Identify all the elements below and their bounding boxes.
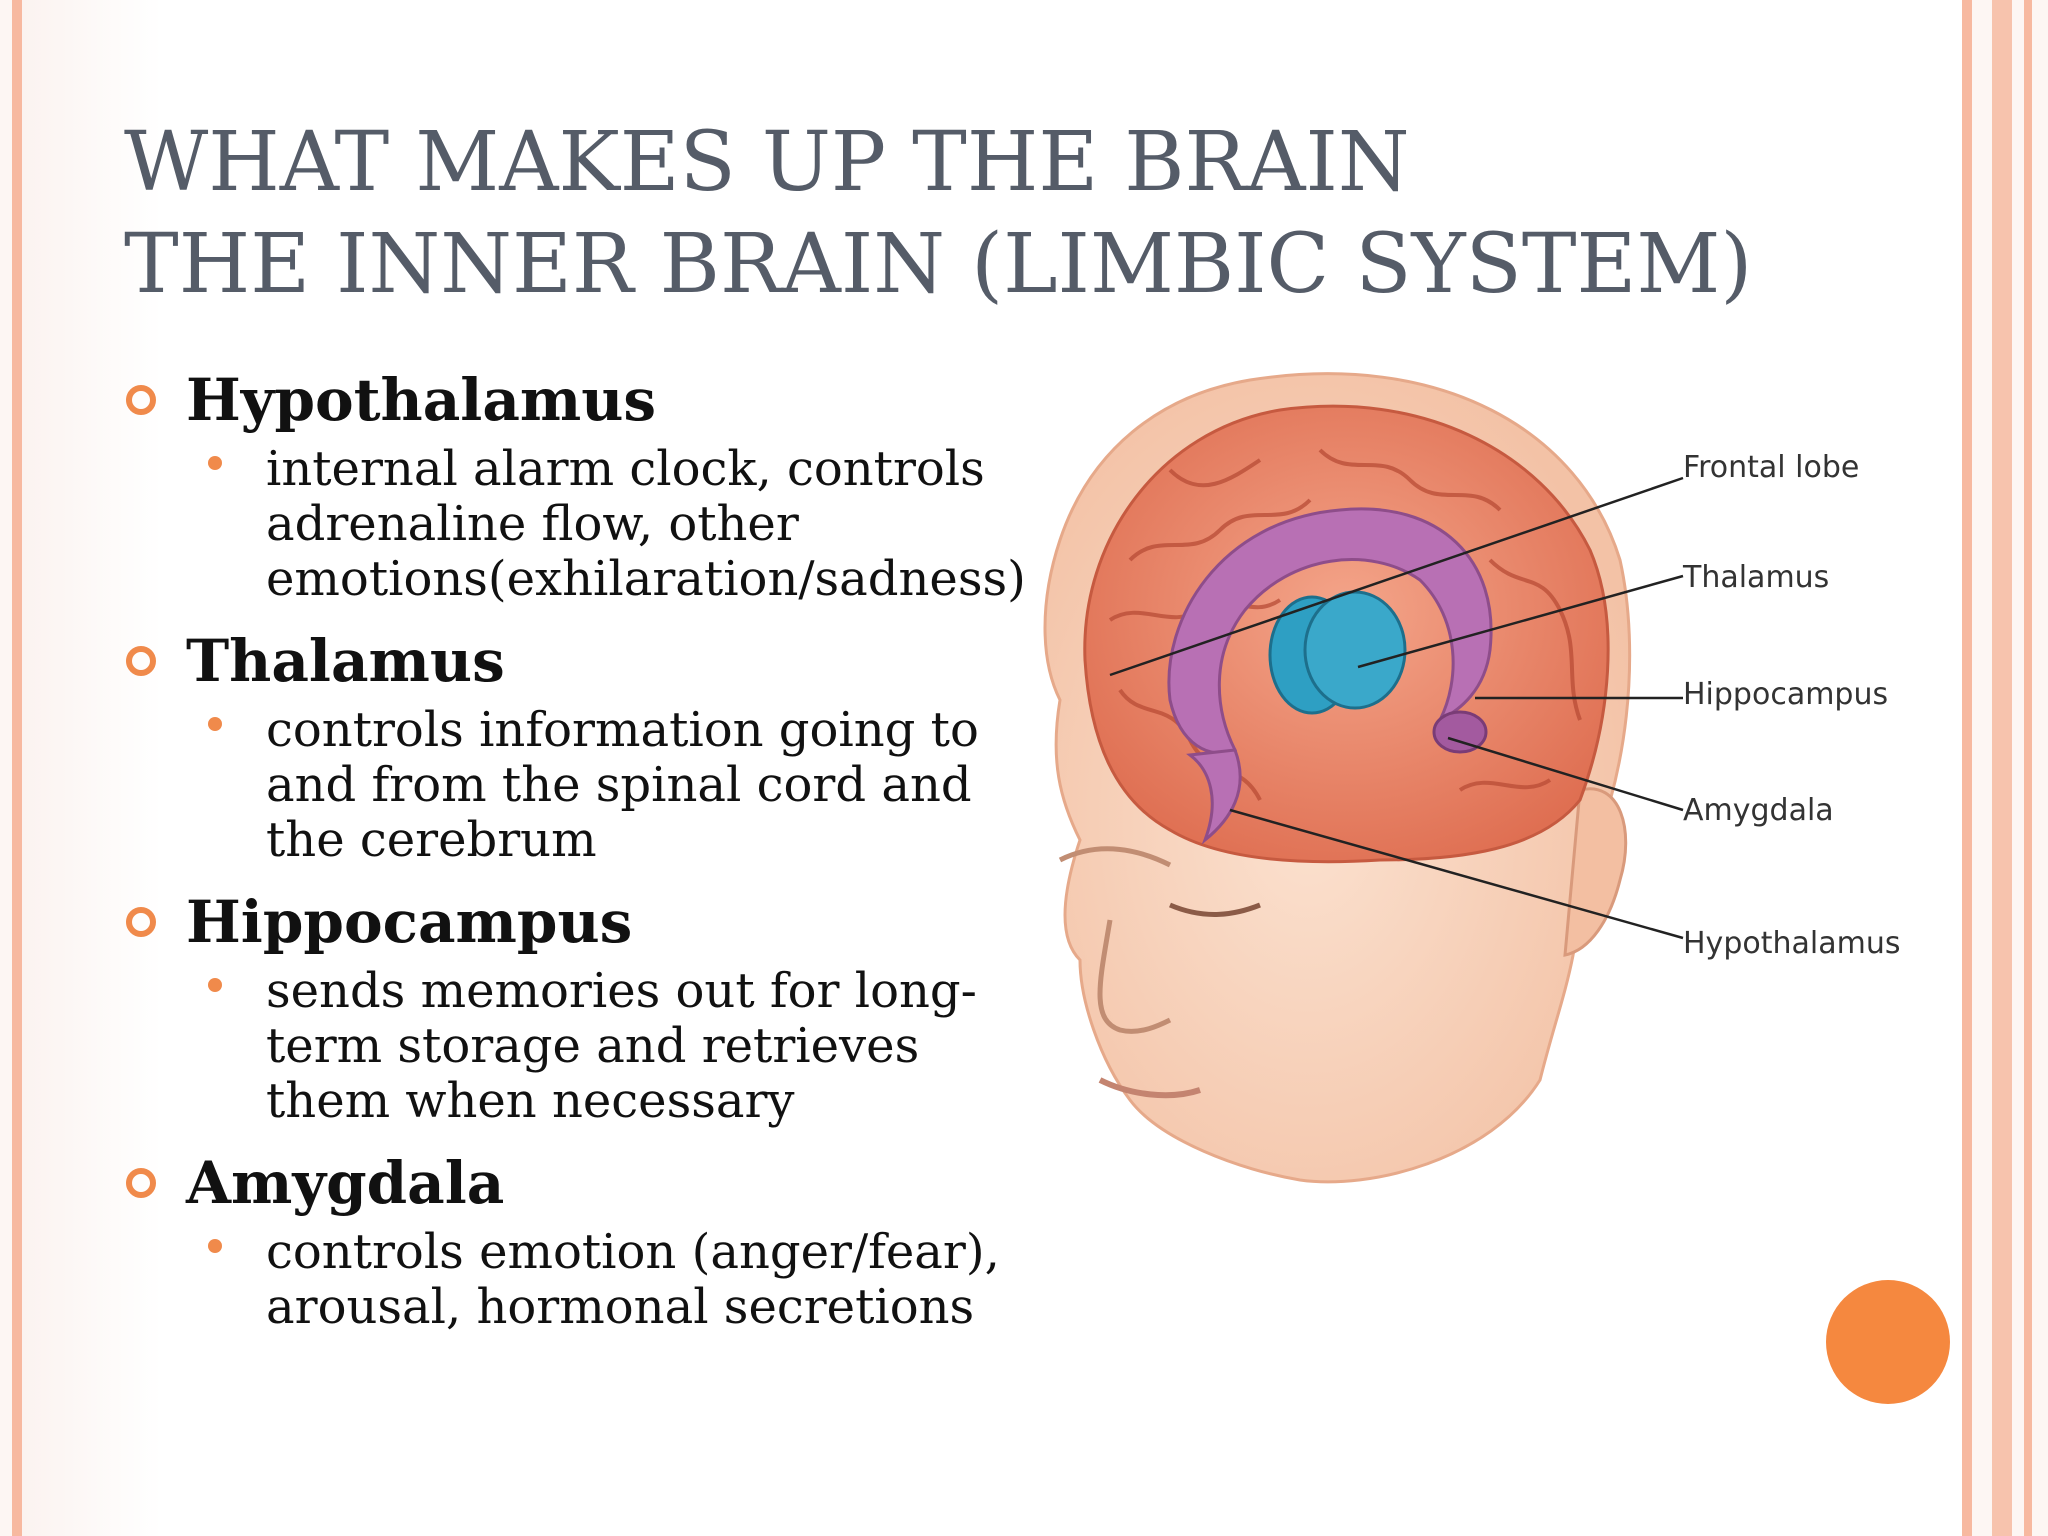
left-border-stripe [12,0,22,1536]
list-item-hippocampus: Hippocampus sends memories out for long-… [124,880,1024,1129]
desc-line: term storage and retrieves [266,1018,920,1074]
label-amygdala: Amygdala [1683,793,1834,828]
label-frontal-lobe: Frontal lobe [1683,450,1859,485]
desc-line: and from the spinal cord and [266,757,972,813]
bullet-list: Hypothalamus internal alarm clock, contr… [124,358,1026,1347]
slide-title: WHAT MAKES UP THE BRAIN THE INNER BRAIN … [124,112,1824,316]
right-border-stripe-1 [1962,0,1972,1536]
title-line-2: THE INNER BRAIN (LIMBIC SYSTEM) [124,217,1753,312]
eyebrow [1058,846,1172,868]
desc-line: emotions(exhilaration/sadness) [266,551,1026,607]
desc-line: controls emotion (anger/fear), [266,1224,1000,1280]
desc-line: the cerebrum [266,812,597,868]
right-border-stripe-2 [1992,0,2012,1536]
decorative-orange-circle [1826,1280,1950,1404]
heading-text: Hypothalamus [186,366,657,434]
ring-bullet-icon [126,646,156,676]
item-heading: Amygdala [124,1141,1024,1225]
label-hypothalamus: Hypothalamus [1683,926,1900,961]
ring-bullet-icon [126,1168,156,1198]
gyri-lines [1108,448,1582,801]
nose [1097,919,1172,1034]
dot-bullet-icon [208,978,222,992]
desc-line: them when necessary [266,1073,795,1129]
slide-background [22,0,1962,1536]
list-item-thalamus: Thalamus controls information going to a… [124,619,1024,868]
hippocampus-tail [1186,748,1242,845]
limbic-ring [1167,507,1493,755]
title-line-1: WHAT MAKES UP THE BRAIN [124,115,1410,210]
dot-bullet-icon [208,717,222,731]
item-heading: Hippocampus [124,880,1024,964]
heading-text: Hippocampus [186,888,633,956]
desc-line: sends memories out for long- [266,963,977,1019]
list-item-amygdala: Amygdala controls emotion (anger/fear), … [124,1141,1024,1335]
desc-line: internal alarm clock, controls [266,441,985,497]
desc-line: controls information going to [266,702,979,758]
eye [1169,902,1261,917]
ring-bullet-icon [126,907,156,937]
dot-bullet-icon [208,1239,222,1253]
heading-text: Thalamus [186,627,505,695]
item-description: internal alarm clock, controls adrenalin… [124,441,1026,607]
dot-bullet-icon [208,456,222,470]
leader-lines [1109,476,1684,940]
item-description: controls information going to and from t… [124,703,1024,868]
label-hippocampus: Hippocampus [1683,677,1888,712]
right-border-stripe-3 [2024,0,2032,1536]
label-thalamus: Thalamus [1682,560,1829,595]
desc-line: arousal, hormonal secretions [266,1279,975,1335]
item-heading: Hypothalamus [124,358,1024,442]
list-item-hypothalamus: Hypothalamus internal alarm clock, contr… [124,358,1026,607]
desc-line: adrenaline flow, other [266,496,799,552]
item-description: sends memories out for long- term storag… [124,964,1024,1129]
thalamus-right [1303,590,1407,710]
amygdala-shape [1432,710,1488,754]
brain-diagram: Frontal lobe Thalamus Hippocampus Amygda… [1043,372,1900,1184]
item-description: controls emotion (anger/fear), arousal, … [124,1225,1024,1335]
ear-shape [1563,787,1628,957]
mouth [1098,1077,1201,1099]
ring-bullet-icon [126,385,156,415]
item-heading: Thalamus [124,619,1024,703]
heading-text: Amygdala [186,1149,505,1217]
